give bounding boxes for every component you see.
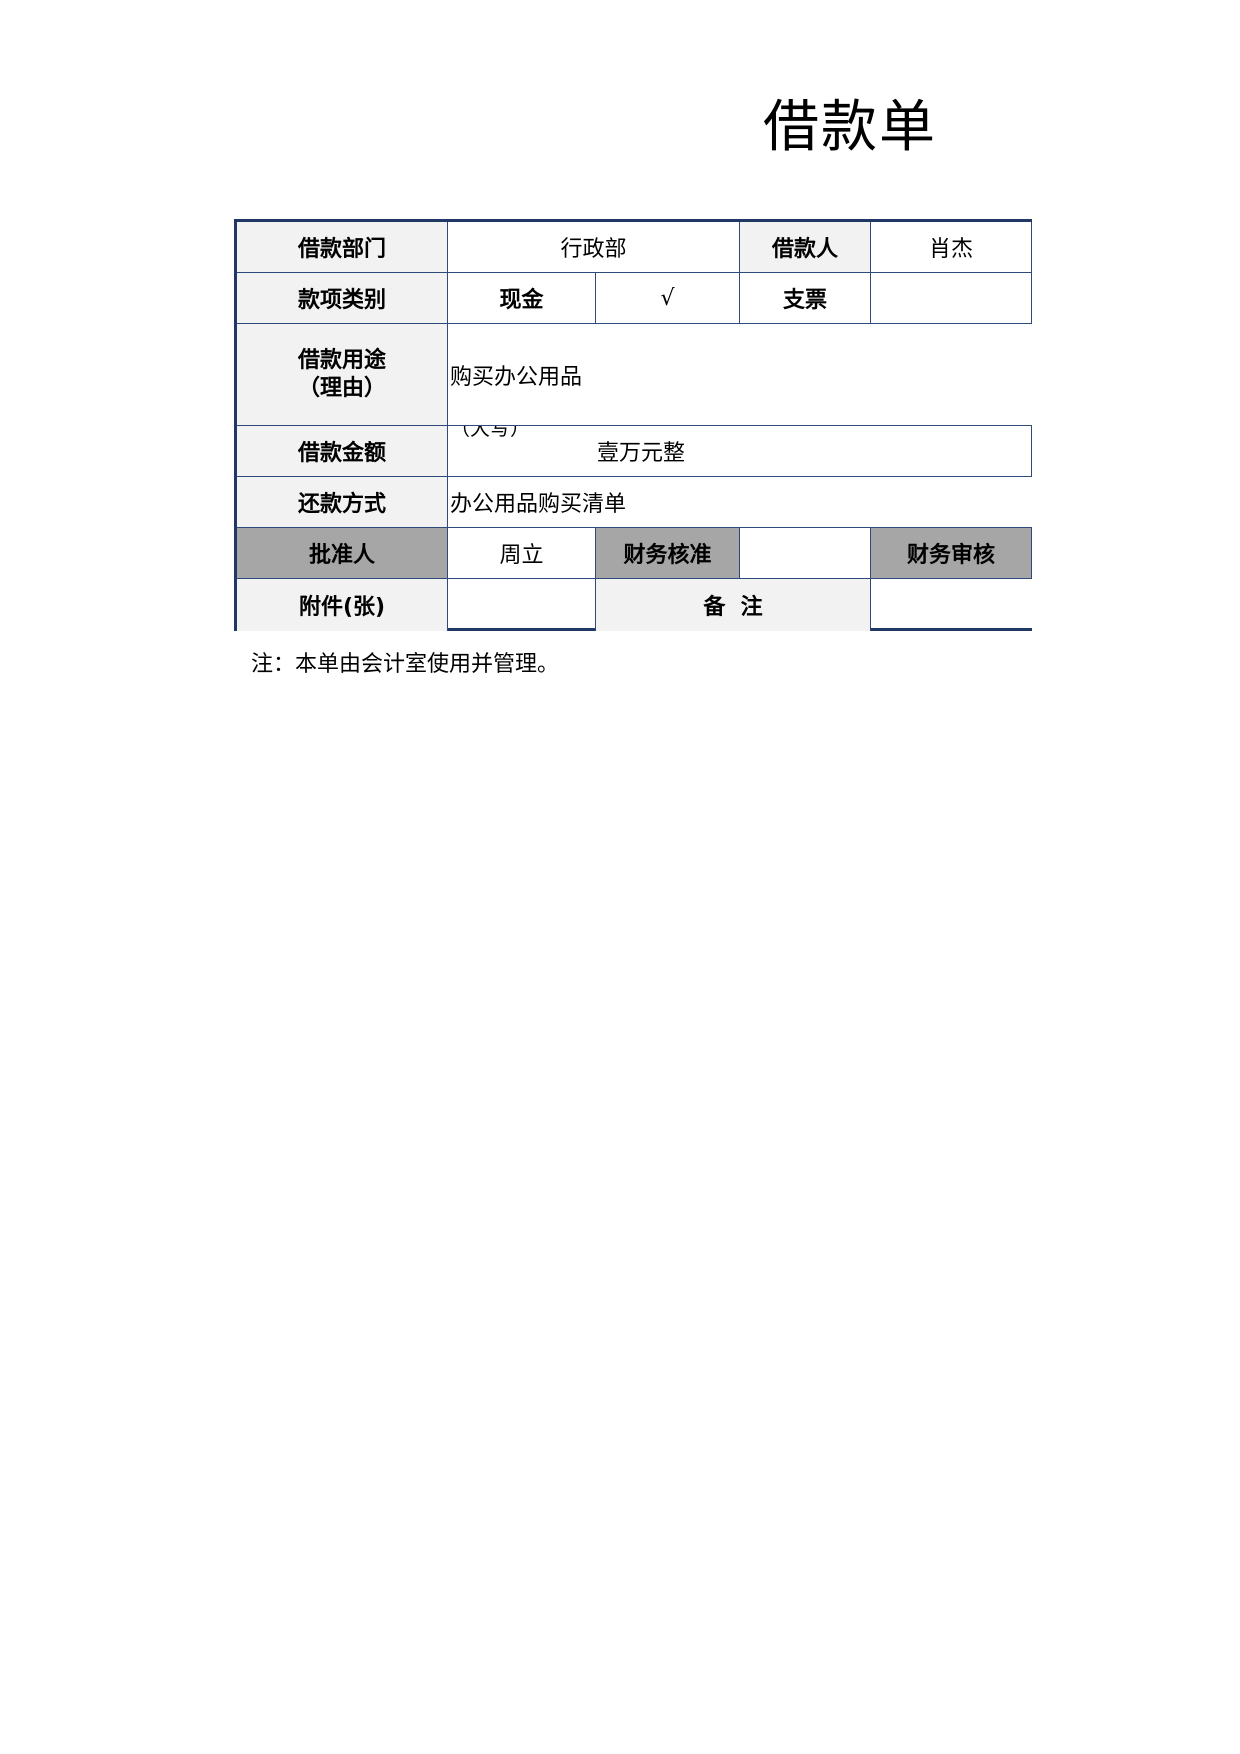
attach-value[interactable] <box>448 579 596 631</box>
dept-value[interactable]: 行政部 <box>448 222 740 273</box>
purpose-label-line1: 借款用途 <box>297 347 386 373</box>
repay-value[interactable]: 办公用品购买清单 <box>448 477 1032 528</box>
fin-check-value[interactable] <box>740 528 871 579</box>
amount-value-cell[interactable]: （大写） 壹万元整 <box>448 426 1032 477</box>
borrower-value[interactable]: 肖杰 <box>871 222 1032 273</box>
amount-caps-hint: （大写） <box>450 416 530 440</box>
approver-value[interactable]: 周立 <box>448 528 596 579</box>
cash-label: 现金 <box>448 273 596 324</box>
fin-check-label: 财务核准 <box>596 528 740 579</box>
loan-form-table: 借款部门 行政部 借款人 肖杰 款项类别 现金 √ 支票 借款用途 （理由） 购… <box>234 219 1032 631</box>
footnote: 注：本单由会计室使用并管理。 <box>251 652 560 677</box>
type-label: 款项类别 <box>237 273 448 324</box>
form-title: 借款单 <box>763 95 937 160</box>
amount-value: 壹万元整 <box>597 441 686 466</box>
approver-label: 批准人 <box>237 528 448 579</box>
purpose-label-line2: （理由） <box>297 375 386 401</box>
cash-check[interactable]: √ <box>596 273 740 324</box>
repay-label: 还款方式 <box>237 477 448 528</box>
dept-label: 借款部门 <box>237 222 448 273</box>
purpose-label: 借款用途 （理由） <box>237 324 448 426</box>
remark-label: 备 注 <box>596 579 871 631</box>
purpose-value[interactable]: 购买办公用品 <box>448 324 1032 426</box>
remark-value[interactable] <box>871 579 1032 631</box>
cheque-label: 支票 <box>740 273 871 324</box>
cheque-value[interactable] <box>871 273 1032 324</box>
amount-label: 借款金额 <box>237 426 448 477</box>
fin-audit-label: 财务审核 <box>871 528 1032 579</box>
attach-label: 附件(张) <box>237 579 448 631</box>
borrower-label: 借款人 <box>740 222 871 273</box>
